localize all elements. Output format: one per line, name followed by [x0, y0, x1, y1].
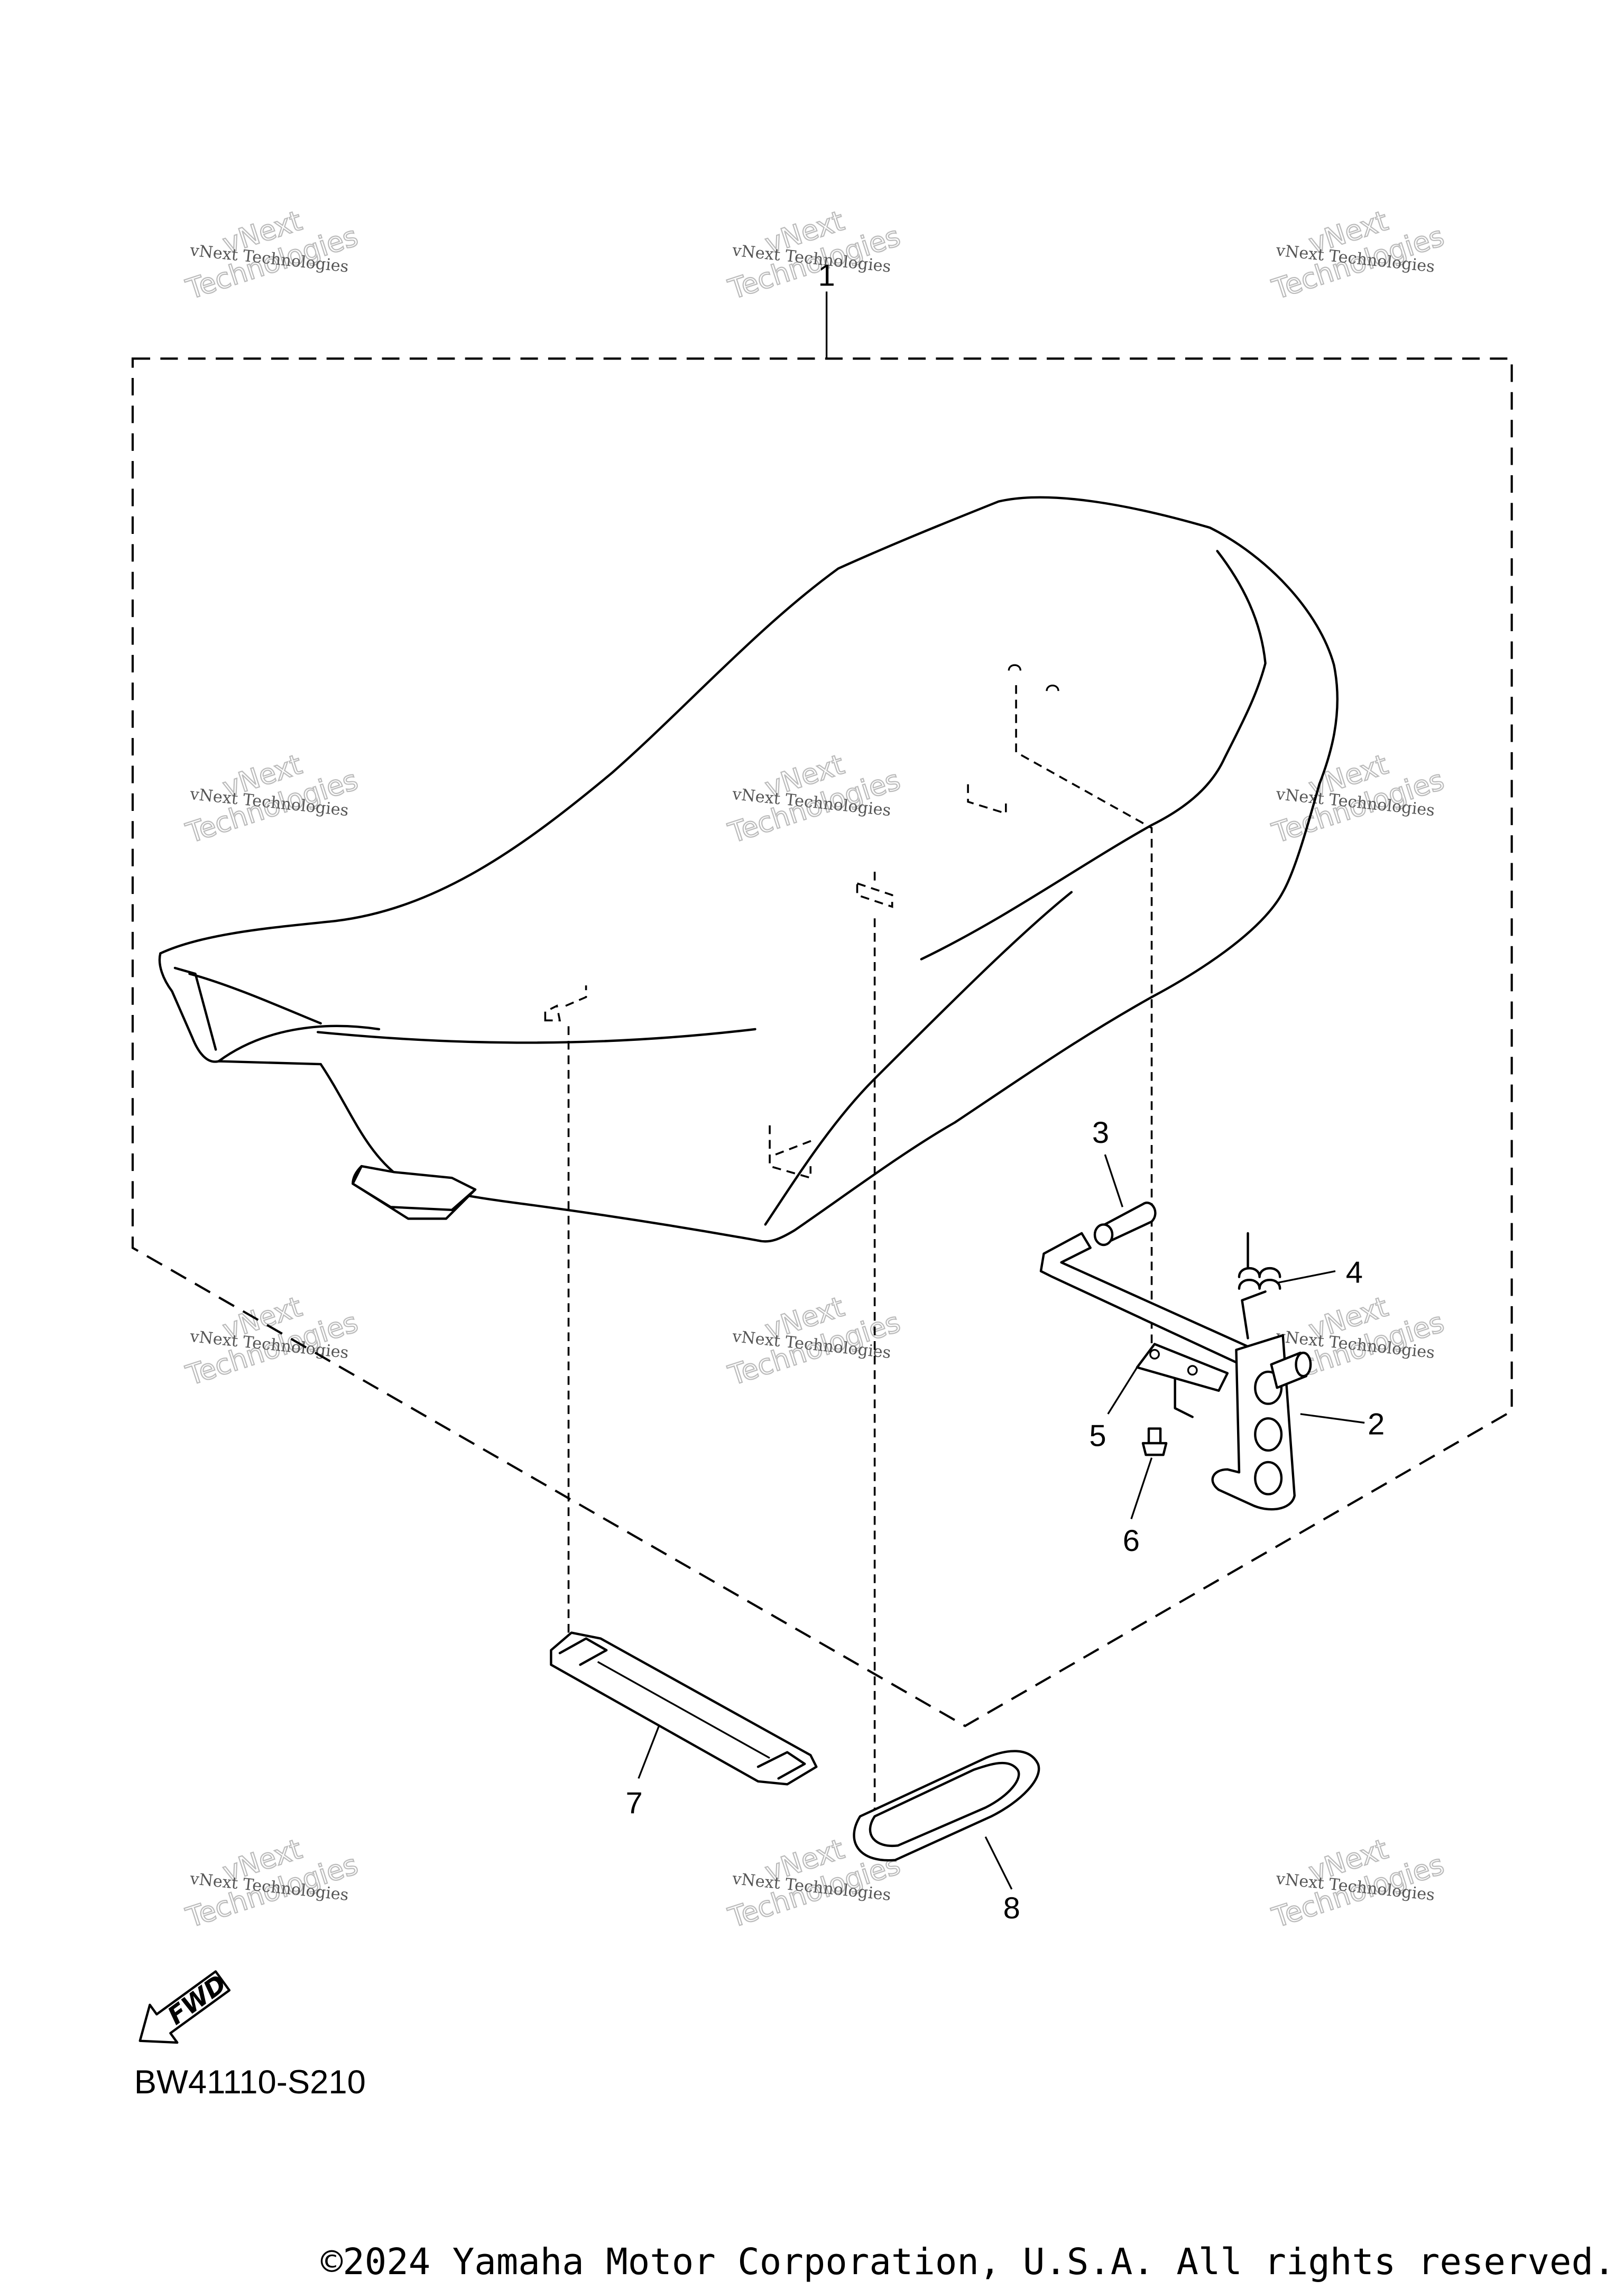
diagram-code: BW41110-S210: [134, 2064, 366, 2101]
callout-4: 4: [1346, 1256, 1363, 1290]
part-2-lever-bracket: [1039, 1232, 1365, 1511]
part-6-screw: [1130, 1427, 1168, 1519]
callout-7: 7: [625, 1786, 642, 1820]
callout-6: 6: [1123, 1524, 1140, 1558]
callouts: 1 2 3 4 5 6 7 8: [625, 258, 1385, 1925]
part-3-collar: [1093, 1154, 1157, 1246]
svg-text:FWD: FWD: [162, 1969, 232, 2031]
callout-5: 5: [1089, 1419, 1106, 1453]
copyright-notice: ©2024 Yamaha Motor Corporation, U.S.A. A…: [321, 2241, 1616, 2283]
part-7-strap: [550, 1631, 818, 1786]
seat-illustration: [158, 496, 1339, 1243]
assembly-boundary: [131, 291, 1513, 1728]
fwd-arrow-icon: FWD: [139, 1969, 232, 2044]
part-8-loop: [853, 1750, 1040, 1890]
part-4-spring: [1238, 1232, 1336, 1340]
callout-8: 8: [1003, 1891, 1020, 1925]
callout-1: 1: [818, 258, 835, 292]
callout-2: 2: [1368, 1408, 1385, 1442]
callout-3: 3: [1092, 1116, 1109, 1150]
part-5-bracket: [1107, 1343, 1229, 1418]
